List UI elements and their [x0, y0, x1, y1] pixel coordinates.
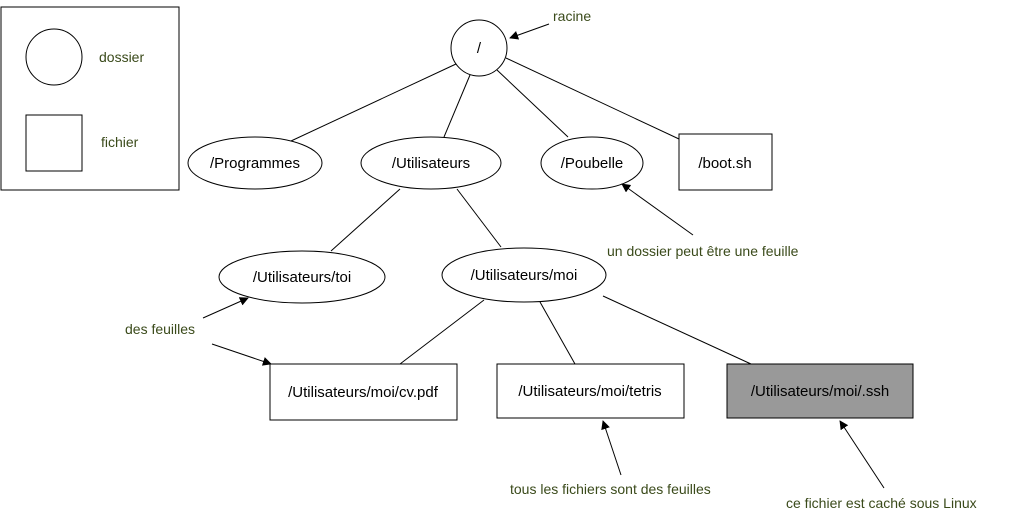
cache-annotation-text: ce fichier est caché sous Linux [786, 495, 977, 511]
edge-root-programmes [290, 63, 457, 142]
boot-label: /boot.sh [698, 155, 751, 172]
programmes-folder-ellipse [187, 136, 323, 190]
node-programmes: /Programmes [187, 136, 323, 190]
edge-utilisateurs-toi [330, 188, 401, 252]
edge-utilisateurs-moi [456, 188, 502, 248]
node-toi: /Utilisateurs/toi [218, 250, 386, 304]
folder-legend-icon [25, 28, 83, 86]
edge-root-boot [505, 57, 680, 140]
node-moi: /Utilisateurs/moi [441, 247, 607, 303]
annotation-racine: racine [509, 8, 591, 40]
tetris-file-rect [496, 363, 685, 419]
ssh-hidden-file-rect [726, 363, 914, 419]
utilisateurs-folder-ellipse [360, 136, 502, 190]
annotation-dossier-feuille: un dossier peut être une feuille [607, 183, 799, 259]
cv-file-rect [269, 363, 458, 421]
tree-edges [290, 57, 752, 365]
annotation-des-feuilles: des feuilles [125, 297, 272, 366]
programmes-label: /Programmes [210, 155, 300, 172]
fichiers-feuilles-annotation-text: tous les fichiers sont des feuilles [510, 481, 711, 497]
edge-moi-cv [399, 299, 485, 365]
node-cv: /Utilisateurs/moi/cv.pdf [269, 363, 458, 421]
racine-annotation-text: racine [553, 8, 591, 24]
edge-moi-tetris [539, 301, 576, 365]
node-poubelle: /Poubelle [540, 136, 644, 190]
root-label: / [477, 40, 482, 57]
moi-folder-ellipse [441, 247, 607, 303]
legend: dossier fichier [0, 6, 180, 191]
utilisateurs-label: /Utilisateurs [392, 155, 470, 172]
cv-label: /Utilisateurs/moi/cv.pdf [288, 384, 439, 401]
tetris-label: /Utilisateurs/moi/tetris [518, 383, 661, 400]
legend-folder-label: dossier [99, 49, 144, 65]
root-folder-circle [450, 19, 508, 77]
dossier-feuille-annotation-text: un dossier peut être une feuille [607, 243, 799, 259]
des-feuilles-arrow-toi [202, 297, 249, 319]
moi-label: /Utilisateurs/moi [471, 267, 578, 284]
node-boot: /boot.sh [678, 133, 773, 191]
node-tetris: /Utilisateurs/moi/tetris [496, 363, 685, 419]
annotation-cache: ce fichier est caché sous Linux [786, 420, 977, 511]
cache-arrow [839, 420, 885, 489]
des-feuilles-arrow-cv [211, 343, 272, 366]
ssh-label: /Utilisateurs/moi/.ssh [751, 383, 889, 400]
node-utilisateurs: /Utilisateurs [360, 136, 502, 190]
legend-file-label: fichier [101, 134, 139, 150]
des-feuilles-annotation-text: des feuilles [125, 321, 195, 337]
racine-arrow [509, 23, 550, 40]
node-root: / [450, 19, 508, 77]
poubelle-label: /Poubelle [561, 155, 624, 172]
boot-file-rect [678, 133, 773, 191]
poubelle-folder-ellipse [540, 136, 644, 190]
edge-root-utilisateurs [443, 74, 471, 138]
node-ssh: /Utilisateurs/moi/.ssh [726, 363, 914, 419]
fichiers-feuilles-arrow [601, 420, 622, 476]
annotation-fichiers-feuilles: tous les fichiers sont des feuilles [510, 420, 711, 497]
dossier-feuille-arrow [621, 183, 694, 236]
toi-folder-ellipse [218, 250, 386, 304]
toi-label: /Utilisateurs/toi [253, 269, 351, 286]
edge-moi-ssh [602, 295, 752, 365]
edge-root-poubelle [496, 69, 569, 138]
file-legend-icon [25, 114, 83, 172]
